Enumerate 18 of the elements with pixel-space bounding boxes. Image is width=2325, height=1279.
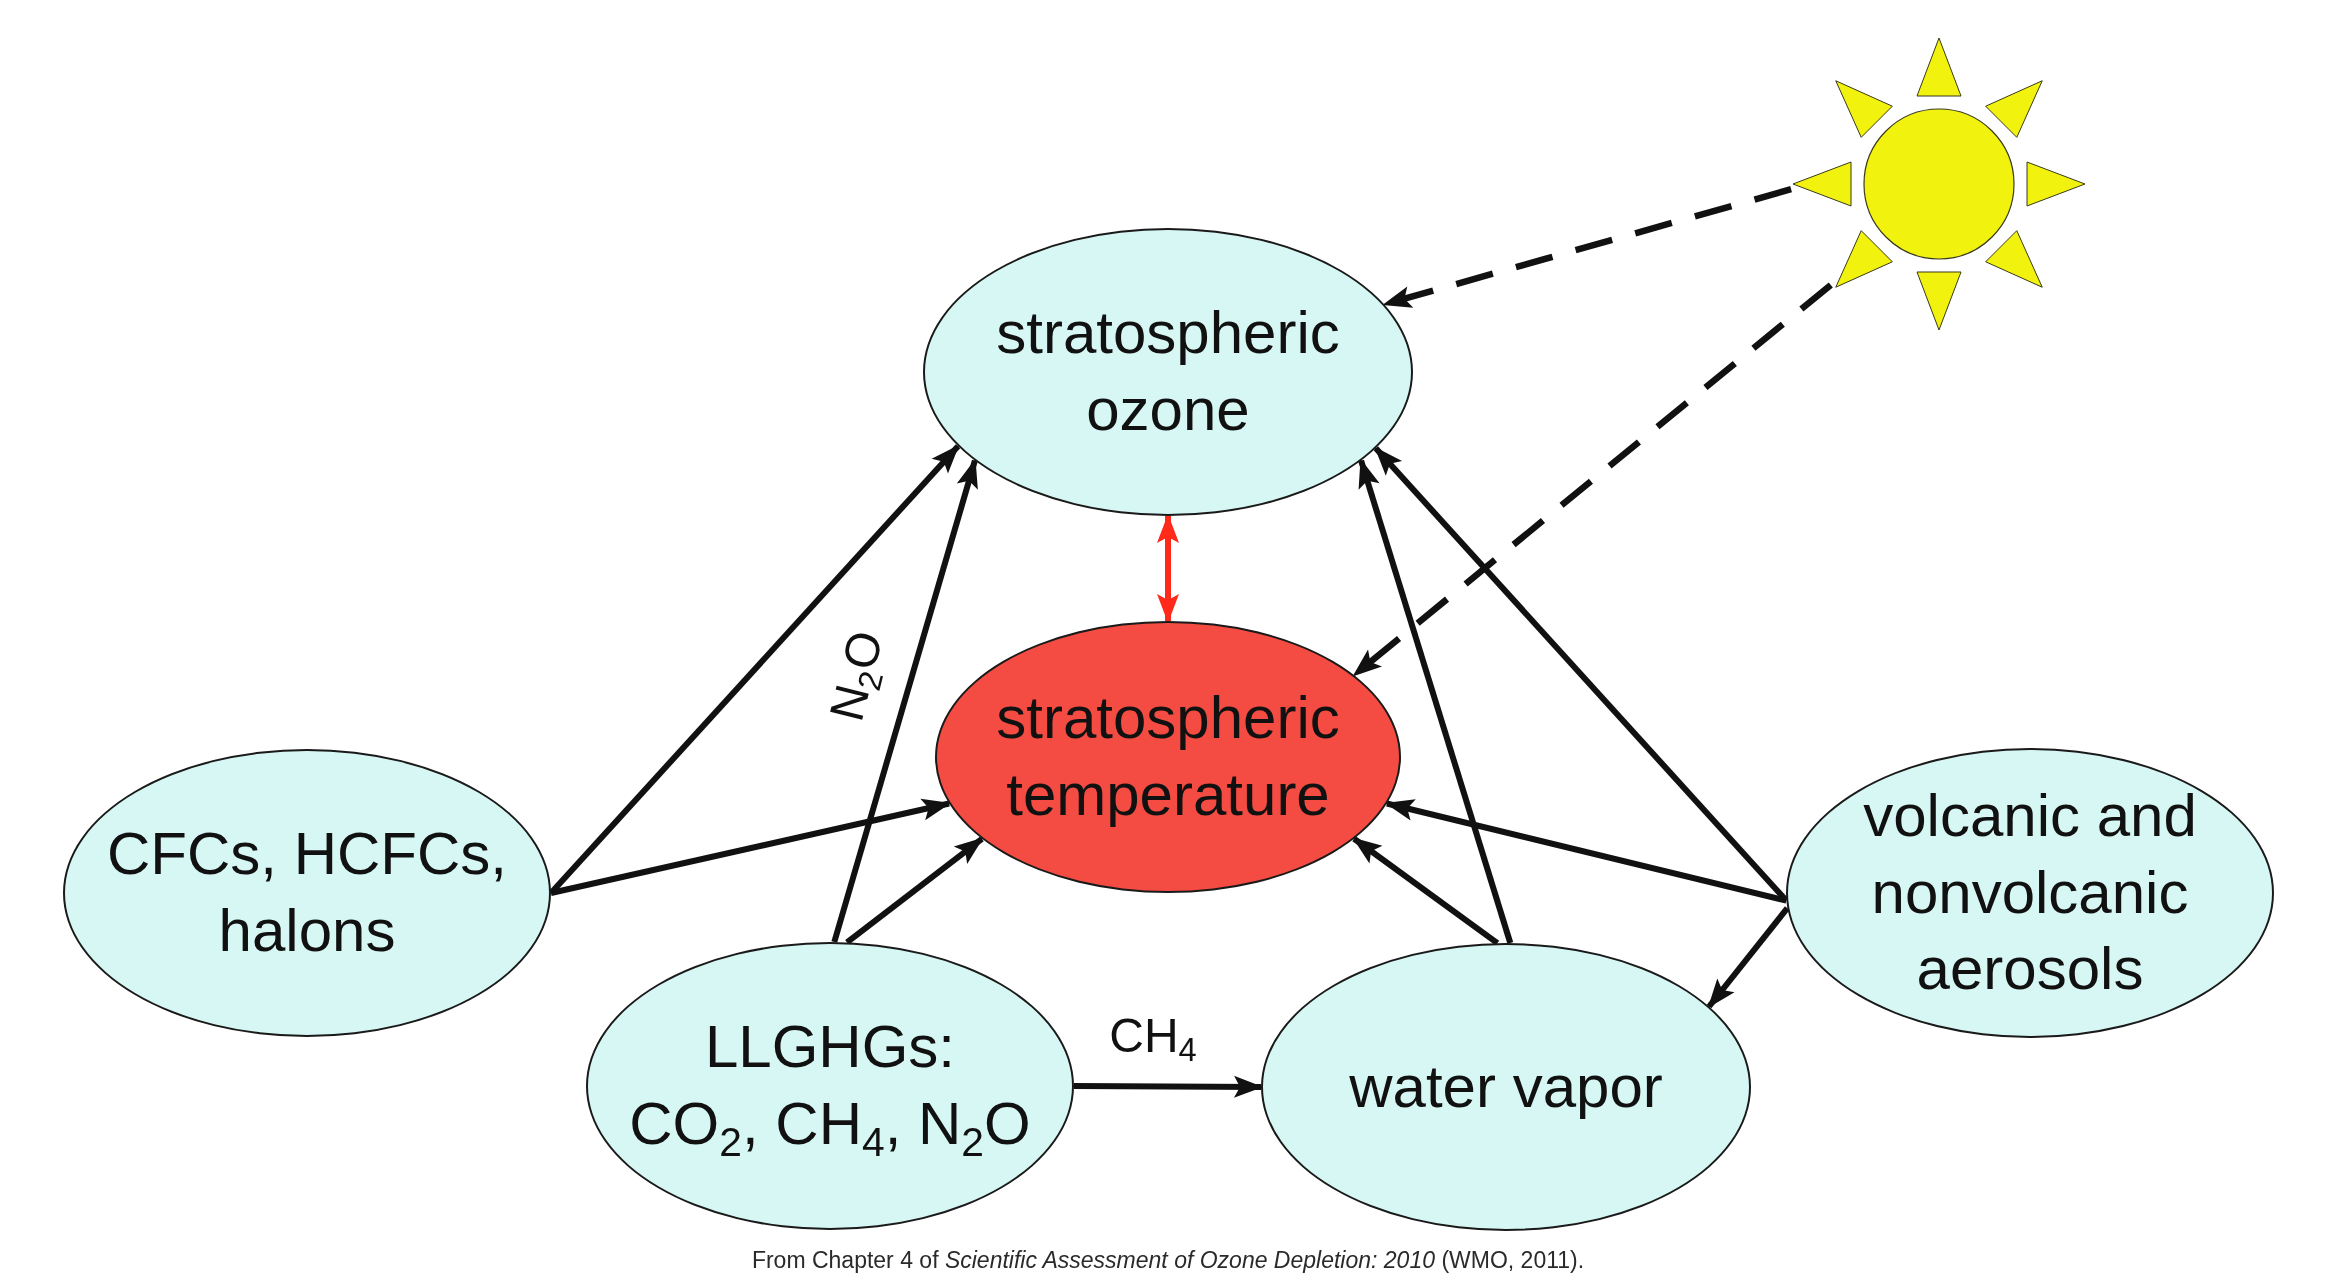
dashed-arrow bbox=[1352, 282, 1833, 678]
arrow bbox=[1706, 906, 1790, 1009]
node-text: LLGHGs: CO$_{2}$, CH$_{4}$, N$_{2}$O bbox=[629, 1012, 1031, 1163]
arrow bbox=[831, 458, 978, 943]
caption: From Chapter 4 of Scientific Assessment of Ozone Depletion: 2010 (WMO, 2011). bbox=[751, 1247, 1585, 1275]
double-headed-arrow bbox=[1157, 514, 1179, 623]
node-text: stratospheric ozone bbox=[996, 298, 1340, 445]
node-text: stratospheric temperature bbox=[996, 683, 1340, 830]
node-text: volcanic and nonvolcanic aerosols bbox=[1863, 780, 2197, 1005]
arrow bbox=[845, 836, 984, 945]
arrow bbox=[1384, 799, 1787, 904]
arrow bbox=[1358, 458, 1514, 944]
arrow bbox=[1073, 1075, 1263, 1098]
node-text: CFCs, HCFCs, halons bbox=[107, 819, 507, 966]
dashed-arrow bbox=[1382, 186, 1792, 308]
node-text: water vapor bbox=[1349, 1051, 1663, 1122]
arrow bbox=[550, 798, 952, 896]
arrow bbox=[1352, 836, 1500, 946]
